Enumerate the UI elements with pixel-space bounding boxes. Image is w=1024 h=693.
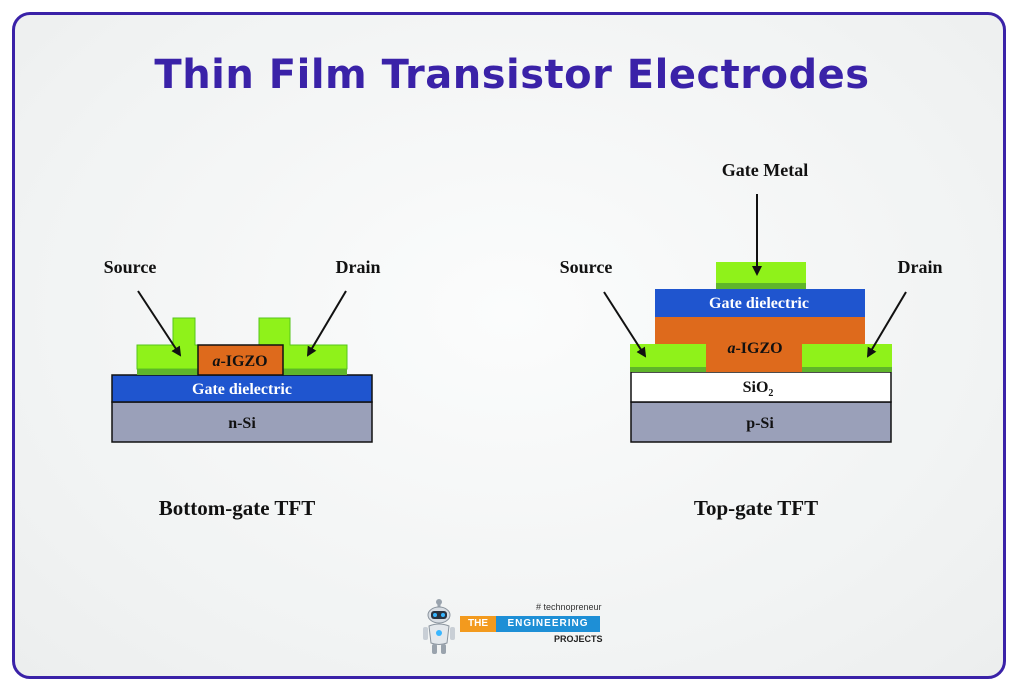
logo-tagline: # technopreneur: [536, 602, 602, 612]
top-substrate-label: p-Si: [746, 415, 774, 432]
top-gate-metal-label: Gate Metal: [722, 160, 808, 180]
top-dielectric-layer: [655, 289, 865, 317]
top-source-electrode-base: [630, 367, 706, 372]
top-source-label: Source: [560, 257, 613, 277]
bottom-drain-electrode-base: [283, 369, 347, 375]
top-dielectric-label: Gate dielectric: [709, 295, 809, 312]
bottom-source-electrode-base: [137, 369, 198, 375]
top-drain-electrode-base: [802, 367, 892, 372]
engineering-projects-logo: # technopreneur THE ENGINEERING PROJECTS: [420, 596, 610, 658]
top-igzo-label: a-IGZO: [727, 340, 782, 357]
logo-projects: PROJECTS: [554, 634, 603, 644]
top-gate-caption: Top-gate TFT: [694, 496, 818, 520]
bottom-igzo-channel: [197, 344, 284, 376]
top-oxide-label: SiO2: [743, 379, 774, 399]
top-drain-label: Drain: [898, 257, 943, 277]
top-substrate-layer: [630, 401, 892, 443]
page-title: Thin Film Transistor Electrodes: [154, 52, 870, 98]
bottom-gate-tft: a-IGZO Gate dielectric n-Si Source Drain…: [104, 257, 381, 520]
bottom-drain-label: Drain: [336, 257, 381, 277]
bottom-igzo-label: a-IGZO: [212, 353, 267, 370]
logo-engineering: ENGINEERING: [496, 616, 600, 632]
top-drain-arrow: [866, 291, 907, 358]
top-gate-tft: Gate dielectric a-IGZO SiO2 p-Si Gate Me…: [560, 160, 943, 520]
bottom-source-label: Source: [104, 257, 157, 277]
logo-the: THE: [460, 616, 496, 632]
bottom-gate-caption: Bottom-gate TFT: [159, 496, 316, 520]
top-oxide-subscript: 2: [768, 388, 773, 399]
top-source-arrow: [603, 291, 647, 358]
bottom-source-arrow: [137, 290, 182, 357]
bottom-drain-arrow: [306, 290, 347, 357]
bottom-dielectric-label: Gate dielectric: [192, 381, 292, 398]
bottom-substrate-label: n-Si: [228, 415, 256, 432]
top-oxide-label-main: SiO: [743, 379, 769, 396]
bottom-source-electrode: [136, 317, 199, 370]
top-igzo-channel: [655, 317, 865, 372]
top-source-electrode: [630, 344, 706, 367]
bottom-dielectric-layer: [111, 374, 373, 403]
top-drain-electrode: [802, 344, 892, 367]
robot-mascot-icon: [423, 599, 455, 654]
top-gate-metal-base: [716, 283, 806, 289]
top-oxide-layer: [630, 371, 892, 403]
top-gate-metal: [716, 262, 806, 283]
